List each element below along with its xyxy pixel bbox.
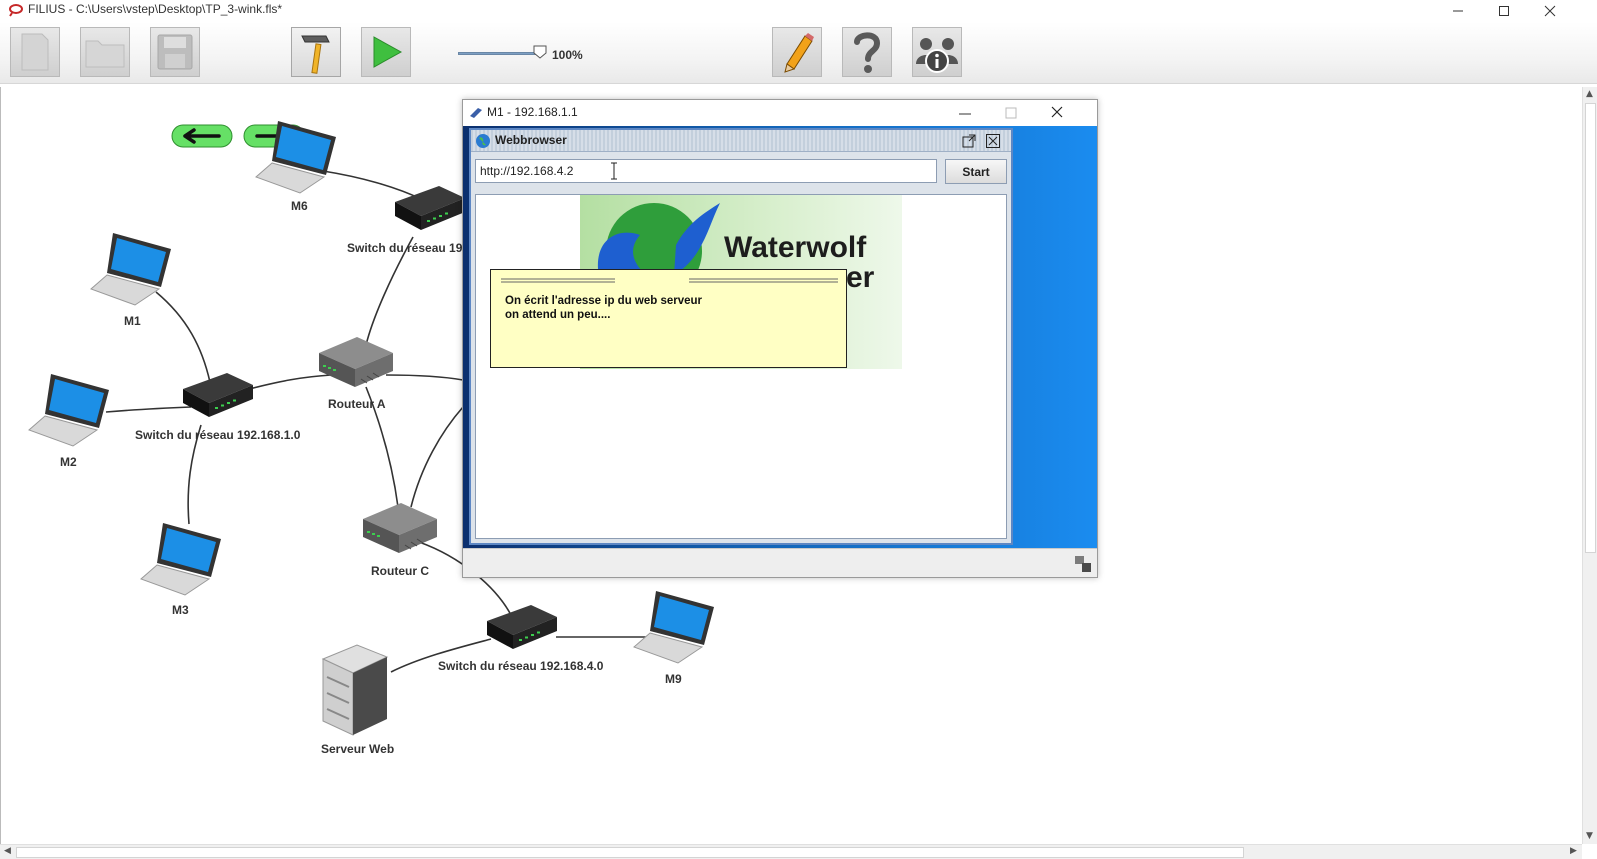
scroll-up-icon[interactable]: ▲ <box>1586 89 1593 99</box>
new-file-button[interactable] <box>10 27 60 77</box>
m1-minimize-button[interactable] <box>953 104 977 122</box>
label-switch-192-168-1-0: Switch du réseau 192.168.1.0 <box>135 428 301 442</box>
annotation-note: On écrit l'adresse ip du web serveur on … <box>490 269 847 368</box>
m1-maximize-button[interactable] <box>999 104 1023 122</box>
network-status-icon[interactable] <box>1074 555 1092 573</box>
edit-notes-button[interactable] <box>772 27 822 77</box>
banner-title: Waterwolf <box>724 231 867 264</box>
window-title: FILIUS - C:\Users\vstep\Desktop\TP_3-win… <box>28 2 283 16</box>
switch-192-168-4-0[interactable] <box>485 601 559 651</box>
label-m2: M2 <box>60 455 77 469</box>
link-m2-switch1 <box>105 406 192 413</box>
m1-window-title: M1 - 192.168.1.1 <box>487 105 578 119</box>
maximize-button[interactable] <box>1481 0 1527 22</box>
link-routerc-up <box>410 406 464 508</box>
horizontal-scrollbar[interactable]: ◀ ▶ <box>0 844 1582 859</box>
switch-top[interactable] <box>393 182 467 232</box>
pencil-icon <box>784 33 814 73</box>
laptop-m2[interactable] <box>27 370 113 448</box>
link-m6-switch <box>322 170 422 200</box>
vertical-scroll-thumb[interactable] <box>1585 103 1596 553</box>
label-m3: M3 <box>172 603 189 617</box>
label-m9: M9 <box>665 672 682 686</box>
link-m3-switch1 <box>187 424 202 525</box>
link-routera-routerc <box>365 386 399 508</box>
link-server-switch4 <box>390 638 492 673</box>
vertical-scrollbar[interactable]: ▲ ▼ <box>1582 87 1597 844</box>
m1-status-bar <box>463 548 1097 577</box>
browser-close-icon[interactable] <box>985 133 1001 149</box>
m1-window-titlebar: M1 - 192.168.1.1 <box>463 100 1097 126</box>
minimize-icon <box>1453 10 1463 12</box>
switch-192-168-1-0[interactable] <box>181 369 255 419</box>
text-cursor-icon <box>611 162 617 180</box>
label-web-server: Serveur Web <box>321 742 395 756</box>
router-c[interactable] <box>361 501 441 555</box>
webbrowser-title: Webbrowser <box>495 133 567 147</box>
link-routera-right <box>385 374 464 381</box>
banner-subtitle: er <box>846 261 875 294</box>
scroll-down-icon[interactable]: ▼ <box>1586 831 1593 841</box>
url-input[interactable] <box>475 159 937 183</box>
link-switch1-routera <box>248 374 332 390</box>
laptop-m1[interactable] <box>89 229 175 307</box>
close-icon <box>1051 106 1063 118</box>
m1-close-button[interactable] <box>1045 104 1069 122</box>
laptop-m6[interactable] <box>254 117 340 195</box>
maximize-icon <box>1005 107 1017 119</box>
hammer-icon <box>301 35 330 74</box>
minimize-icon <box>959 113 971 115</box>
open-folder-icon <box>85 40 125 68</box>
zoom-slider-thumb[interactable] <box>533 45 547 59</box>
save-icon <box>157 34 193 70</box>
info-users-icon <box>916 38 958 73</box>
label-router-a: Routeur A <box>328 397 386 411</box>
label-switch-top: Switch du réseau 19 <box>347 241 463 255</box>
laptop-m3[interactable] <box>139 519 225 597</box>
router-a[interactable] <box>317 335 397 389</box>
link-m1-switch1 <box>155 291 212 388</box>
detach-window-icon[interactable] <box>961 133 977 149</box>
zoom-level: 100% <box>552 48 583 62</box>
design-mode-button[interactable] <box>291 27 341 77</box>
label-router-c: Routeur C <box>371 564 429 578</box>
zoom-slider-track[interactable] <box>458 52 542 55</box>
label-m6: M6 <box>291 199 308 213</box>
browser-globe-icon <box>476 134 490 148</box>
new-file-icon <box>21 33 49 71</box>
help-button[interactable] <box>842 27 892 77</box>
label-m1: M1 <box>124 314 141 328</box>
scroll-right-icon[interactable]: ▶ <box>1570 846 1577 856</box>
save-button[interactable] <box>150 27 200 77</box>
start-button[interactable]: Start <box>945 159 1007 184</box>
web-server[interactable] <box>321 643 391 737</box>
question-icon <box>854 32 881 73</box>
close-icon <box>1544 5 1556 17</box>
main-toolbar: 100% <box>0 22 1597 84</box>
info-button[interactable] <box>912 27 962 77</box>
open-folder-button[interactable] <box>80 27 130 77</box>
label-switch-192-168-4-0: Switch du réseau 192.168.4.0 <box>438 659 604 673</box>
webbrowser-titlebar: Webbrowser <box>471 130 1011 152</box>
filius-window-icon <box>470 108 482 118</box>
play-icon <box>373 36 403 68</box>
link-switchtop-routera <box>365 236 414 346</box>
simulation-mode-button[interactable] <box>361 27 411 77</box>
maximize-icon <box>1499 6 1509 16</box>
close-button[interactable] <box>1527 0 1573 22</box>
window-titlebar: FILIUS - C:\Users\vstep\Desktop\TP_3-win… <box>0 0 1597 22</box>
waterwolf-logo-icon <box>597 203 720 279</box>
note-drag-handle[interactable] <box>501 278 838 284</box>
note-text: On écrit l'adresse ip du web serveur on … <box>505 295 703 321</box>
back-arrow-icon[interactable] <box>171 124 233 148</box>
horizontal-scroll-thumb[interactable] <box>16 847 1244 858</box>
minimize-button[interactable] <box>1435 0 1481 22</box>
filius-logo-icon <box>9 4 23 17</box>
scroll-left-icon[interactable]: ◀ <box>4 846 11 856</box>
network-links <box>105 170 646 673</box>
laptop-m9[interactable] <box>632 587 718 665</box>
